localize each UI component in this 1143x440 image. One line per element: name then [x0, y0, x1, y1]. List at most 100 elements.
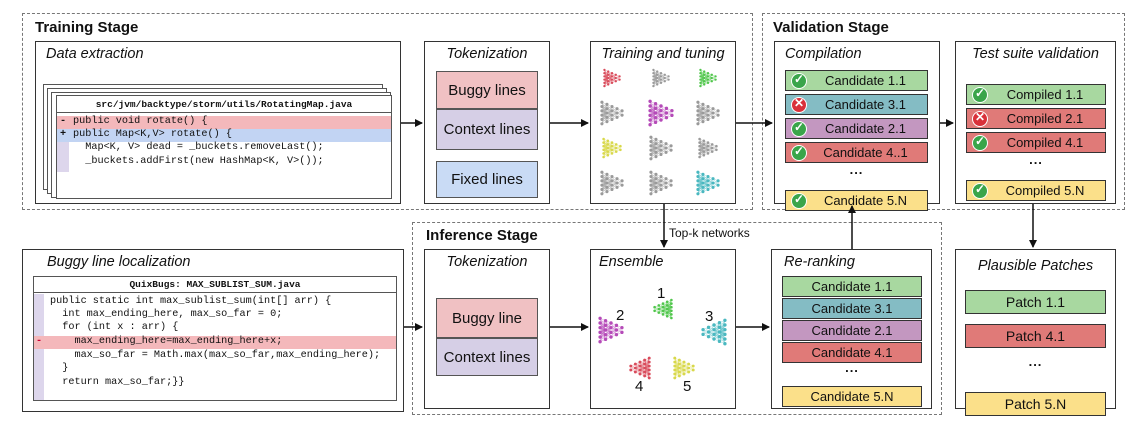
check-icon: ✓ — [791, 144, 807, 161]
code-line-context-2: _buckets.addFirst(new HashMap<K, V>()); — [73, 156, 324, 167]
compilation-label: Candidate 4..1 — [823, 145, 908, 160]
test-suite-item: ✓ Compiled 4.1 — [966, 132, 1106, 153]
training-network-icon — [699, 68, 717, 88]
patch-item: Patch 4.1 — [965, 324, 1106, 348]
reranking-label: Candidate 2.1 — [811, 323, 893, 338]
infer-context-lines-box: Context lines — [436, 338, 538, 376]
loc-line-2: int max_ending_here, max_so_far = 0; — [50, 309, 283, 320]
infer-tokenization-title: Tokenization — [446, 254, 528, 270]
fixed-lines-box: Fixed lines — [436, 161, 538, 198]
training-tuning-panel: Training and tuning — [590, 41, 736, 204]
loc-buggy-highlight — [34, 336, 396, 349]
training-network-icon — [652, 68, 670, 88]
compilation-label: Candidate 3.1 — [825, 97, 906, 112]
training-network-icon — [600, 170, 624, 196]
ensemble-label-1: 1 — [657, 285, 666, 302]
ensemble-network-icon — [598, 316, 624, 344]
check-icon: ✓ — [791, 72, 807, 89]
removed-line-highlight — [57, 116, 391, 129]
reranking-label: Candidate 3.1 — [811, 301, 893, 316]
code-sheet-main: src/jvm/backtype/storm/utils/RotatingMap… — [56, 95, 392, 199]
check-icon: ✓ — [972, 86, 988, 103]
ensemble-label-3: 3 — [705, 308, 714, 325]
training-network-icon — [696, 100, 720, 126]
check-icon: ✓ — [972, 134, 988, 151]
training-stage-title: Training Stage — [32, 19, 142, 36]
compilation-label: Candidate 2.1 — [825, 121, 906, 136]
ensemble-network-icon — [629, 356, 651, 380]
ellipsis-row: ... — [849, 162, 864, 177]
training-network-icon — [649, 170, 673, 196]
ensemble-network-icon — [653, 298, 673, 320]
compilation-item: ✓ Candidate 2.1 — [785, 118, 928, 139]
training-network-icon — [602, 137, 622, 159]
plus-marker: + — [60, 129, 67, 140]
patch-label: Patch 5.N — [1004, 396, 1067, 412]
train-tokenization-title: Tokenization — [446, 46, 528, 62]
reranking-label: Candidate 1.1 — [811, 279, 893, 294]
loc-line-3: for (int x : arr) { — [50, 322, 179, 333]
compilation-title: Compilation — [785, 46, 862, 62]
ensemble-network-icon — [701, 318, 727, 346]
training-network-icon — [696, 170, 720, 196]
reranking-item: Candidate 4.1 — [782, 342, 922, 363]
data-extraction-title: Data extraction — [46, 46, 144, 62]
loc-filename: QuixBugs: MAX_SUBLIST_SUM.java — [34, 277, 396, 293]
training-network-icon — [648, 99, 674, 127]
patch-item: Patch 1.1 — [965, 290, 1106, 314]
reranking-label: Candidate 4.1 — [811, 345, 893, 360]
ellipsis-row: ... — [845, 360, 859, 375]
validation-stage-frame — [762, 13, 1125, 210]
code-line-context-1: Map<K, V> dead = _buckets.removeLast(); — [73, 142, 324, 153]
inference-stage-title: Inference Stage — [423, 227, 541, 244]
test-suite-title: Test suite validation — [972, 46, 1099, 62]
test-suite-label: Compiled 1.1 — [1006, 87, 1084, 102]
patch-item: Patch 5.N — [965, 392, 1106, 416]
check-icon: ✓ — [791, 192, 807, 209]
loc-minus-marker: - — [36, 336, 43, 347]
ensemble-network-icon — [673, 356, 695, 380]
loc-line-1: public static int max_sublist_sum(int[] … — [50, 296, 332, 307]
plausible-title: Plausible Patches — [977, 258, 1094, 274]
training-network-icon — [649, 135, 673, 161]
compilation-label: Candidate 5.N — [823, 193, 908, 208]
loc-line-5: max_so_far = Math.max(max_so_far,max_end… — [50, 350, 381, 361]
reranking-label: Candidate 5.N — [810, 389, 894, 404]
context-lines-box: Context lines — [436, 109, 538, 150]
cross-icon: ✕ — [791, 96, 807, 113]
top-k-label: Top-k networks — [669, 226, 750, 240]
compilation-item: ✕ Candidate 3.1 — [785, 94, 928, 115]
context-lines-highlight — [57, 142, 69, 172]
training-tuning-title: Training and tuning — [601, 46, 725, 62]
check-icon: ✓ — [972, 182, 988, 199]
loc-line-4-buggy: max_ending_here=max_ending_here+x; — [50, 336, 283, 347]
cross-icon: ✕ — [972, 110, 988, 127]
ensemble-label-2: 2 — [616, 307, 625, 324]
training-stage-frame — [22, 13, 753, 210]
reranking-item: Candidate 3.1 — [782, 298, 922, 319]
ensemble-title: Ensemble — [599, 254, 664, 270]
ellipsis-row: ... — [1029, 152, 1043, 167]
ensemble-label-4: 4 — [635, 378, 644, 395]
compilation-item: ✓ Candidate 1.1 — [785, 70, 928, 91]
test-suite-item: ✓ Compiled 5.N — [966, 180, 1106, 201]
reranking-item: Candidate 2.1 — [782, 320, 922, 341]
reranking-title: Re-ranking — [784, 254, 855, 270]
training-network-icon — [600, 100, 624, 126]
check-icon: ✓ — [791, 120, 807, 137]
reranking-item: Candidate 1.1 — [782, 276, 922, 297]
test-suite-label: Compiled 4.1 — [1006, 135, 1084, 150]
buggy-lines-box: Buggy lines — [436, 71, 538, 109]
added-line-highlight — [57, 129, 391, 142]
ensemble-label-5: 5 — [683, 378, 692, 395]
loc-code-sheet: QuixBugs: MAX_SUBLIST_SUM.java - public … — [33, 276, 397, 401]
compilation-label: Candidate 1.1 — [825, 73, 906, 88]
training-network-icon — [603, 68, 621, 88]
test-suite-label: Compiled 5.N — [1005, 183, 1085, 198]
test-suite-label: Compiled 2.1 — [1006, 111, 1084, 126]
localization-title: Buggy line localization — [47, 254, 191, 270]
code-line-added: public Map<K,V> rotate() { — [73, 129, 232, 140]
